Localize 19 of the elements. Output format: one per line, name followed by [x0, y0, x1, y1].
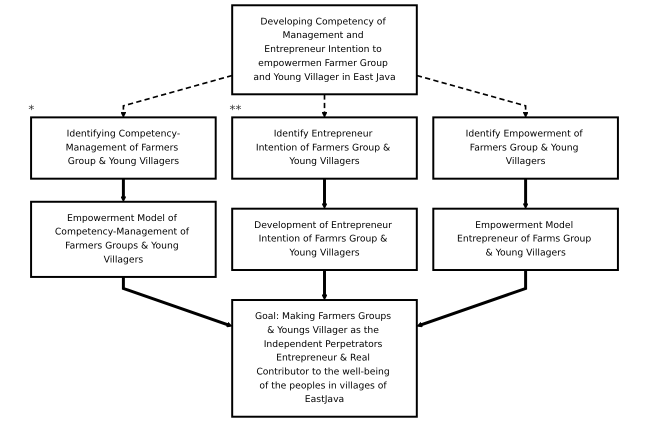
node-box: Development of Entrepreneur Intention of Farmrs Group & Young Villagers [231, 208, 418, 271]
node-box: Goal: Making Farmers Groups & Youngs Villager as the Independent Perpetrators Entrepreneur & Real Contributor to the well-being of the peoples in villages of EastJava [231, 299, 418, 418]
footnote-mark: * [28, 102, 34, 116]
arrow [120, 178, 126, 202]
node-box: Identify Empowerment of Farmers Group & Young Villagers [432, 116, 619, 180]
arrow [322, 94, 328, 118]
node-box: Empowerment Model Entrepreneur of Farms Group & Young Villagers [432, 208, 619, 271]
node-box: Identifying Competency-Management of Farmers Group & Young Villagers [30, 116, 217, 180]
arrow [122, 276, 232, 328]
node-box: Identify Entrepreneur Intention of Farmers Group & Young Villagers [231, 116, 418, 180]
arrow [416, 270, 528, 328]
node-box: Developing Competency of Management and Entrepreneur Intention to empowermen Farmer Group and Young Villager in East Java [231, 4, 418, 96]
arrow [522, 178, 528, 209]
footnote-mark: ** [230, 102, 242, 116]
node-box: Empowerment Model of Competency-Management of Farmers Groups & Young Villagers [30, 200, 217, 278]
arrow [322, 178, 328, 209]
arrow [416, 74, 528, 118]
arrow [322, 270, 328, 300]
arrow [120, 74, 232, 118]
